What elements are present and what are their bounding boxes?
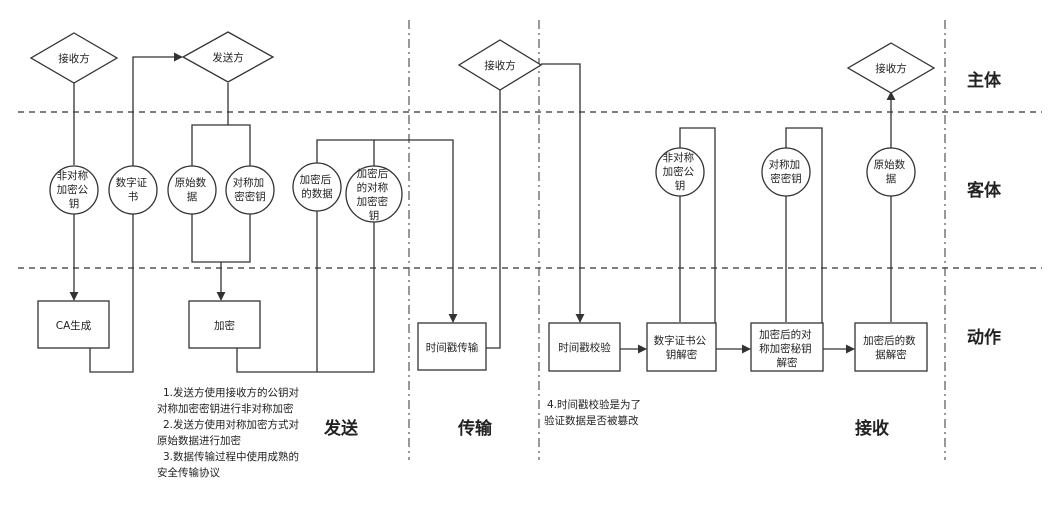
connector-ca-to-sender <box>89 52 183 373</box>
circle-raw-data-label: 原始数 据 <box>175 176 210 203</box>
stage-label-receive: 接收 <box>855 418 889 439</box>
circle-recv-asym-key: 非对称 加密公 钥 <box>655 147 705 197</box>
circle-sym-key: 对称加 密密钥 <box>225 165 275 215</box>
diamond-receiver-left: 接收方 <box>29 32 119 84</box>
diamond-sender: 发送方 <box>181 31 275 83</box>
diamond-sender-label: 发送方 <box>212 51 244 64</box>
lane-label-object: 客体 <box>966 180 1002 201</box>
box-cert-decrypt: 数字证书公 钥解密 <box>646 322 717 372</box>
lane-label-subject: 主体 <box>967 70 1002 91</box>
diamond-receiver-right: 接收方 <box>846 42 936 94</box>
lane-label-action: 动作 <box>967 327 1001 348</box>
connector-sender-to-inputs <box>191 83 251 263</box>
box-timestamp-check-label: 时间戳校验 <box>558 341 611 354</box>
box-encrypt-label: 加密 <box>214 319 235 332</box>
box-timestamp-transmit-label: 时间戳传输 <box>426 341 479 354</box>
circle-encrypted-data: 加密后 的数据 <box>292 162 342 212</box>
note-receive: 4.时间戳校验是为了 验证数据是否被篡改 <box>544 398 644 427</box>
box-encrypt: 加密 <box>188 300 261 349</box>
box-cert-decrypt-label: 数字证书公 钥解密 <box>654 334 710 361</box>
box-timestamp-transmit: 时间戳传输 <box>417 322 487 371</box>
circle-digital-cert: 数字证 书 <box>108 165 158 215</box>
circle-encrypted-sym-key: 加密后 的对称 加密密 钥 <box>345 165 403 223</box>
circle-recv-sym-key-label: 对称加 密密钥 <box>769 158 804 185</box>
box-enc-data-decrypt-label: 加密后的数 据解密 <box>863 334 919 361</box>
box-enc-key-decrypt-label: 加密后的对 称加密秘钥 解密 <box>759 328 815 369</box>
circle-digital-cert-label: 数字证 书 <box>116 176 151 203</box>
box-ca-generate-label: CA生成 <box>56 319 92 332</box>
circle-encrypted-sym-key-label: 加密后 的对称 加密密 钥 <box>357 167 392 222</box>
box-enc-key-decrypt: 加密后的对 称加密秘钥 解密 <box>750 322 824 372</box>
note-send: 1.发送方使用接收方的公钥对 对称加密密钥进行非对称加密 2.发送方使用对称加密… <box>157 386 302 479</box>
connector-encrypt-to-transmit <box>236 139 375 373</box>
circle-sym-key-label: 对称加 密密钥 <box>233 176 268 203</box>
circle-recv-sym-key: 对称加 密密钥 <box>761 147 811 197</box>
circle-recv-raw-data: 原始数 据 <box>866 147 916 197</box>
circle-recv-raw-data-label: 原始数 据 <box>874 158 909 185</box>
connector-transmit-to-receiver <box>474 79 505 349</box>
diamond-receiver-mid: 接收方 <box>457 39 543 91</box>
stage-label-send: 发送 <box>323 418 359 439</box>
connector-enc-to-timestamp <box>374 139 458 323</box>
circle-asym-key-label: 非对称 加密公 钥 <box>57 169 92 210</box>
box-ca-generate: CA生成 <box>37 300 110 349</box>
circle-encrypted-data-label: 加密后 的数据 <box>300 173 335 200</box>
stage-label-transmit: 传输 <box>457 418 493 439</box>
box-enc-data-decrypt: 加密后的数 据解密 <box>854 322 928 372</box>
circle-raw-data: 原始数 据 <box>167 165 217 215</box>
diamond-receiver-left-label: 接收方 <box>58 52 90 65</box>
diamond-receiver-right-label: 接收方 <box>875 62 907 75</box>
box-timestamp-check: 时间戳校验 <box>548 322 621 372</box>
circle-asym-key: 非对称 加密公 钥 <box>49 165 99 215</box>
diamond-receiver-mid-label: 接收方 <box>484 59 516 72</box>
connector-receiver-to-check <box>541 63 585 323</box>
circle-recv-asym-key-label: 非对称 加密公 钥 <box>663 151 698 192</box>
